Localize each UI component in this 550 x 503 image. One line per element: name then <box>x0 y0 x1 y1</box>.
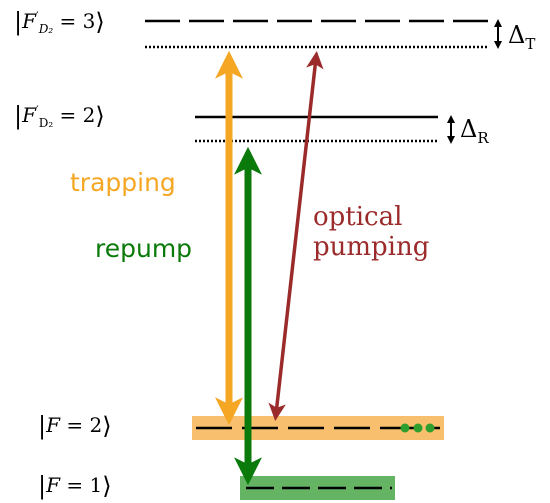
state-label-f-1: |F = 1⟩ <box>38 472 112 500</box>
optical-pumping-label: optical pumping <box>313 202 430 263</box>
optical-pumping-arrow <box>268 51 324 421</box>
state-label-f-prime-2: |F′D₂ = 2⟩ <box>14 102 105 130</box>
state-label-f-2: |F = 2⟩ <box>38 412 112 440</box>
delta-t-arrow-heads <box>494 19 502 49</box>
delta-r-arrow-heads <box>447 115 455 144</box>
population-dot <box>413 423 423 433</box>
population-dot <box>400 423 410 433</box>
repump-label: repump <box>95 234 193 263</box>
delta-r-label: ΔR <box>460 115 489 147</box>
optical-pumping-label-line1: optical <box>313 202 403 232</box>
state-label-f-prime-3: |F′D₂ = 3⟩ <box>14 8 105 36</box>
trapping-label: trapping <box>70 168 176 197</box>
population-dot <box>425 423 435 433</box>
delta-t-label: ΔT <box>508 21 536 53</box>
optical-pumping-label-line2: pumping <box>313 231 430 262</box>
